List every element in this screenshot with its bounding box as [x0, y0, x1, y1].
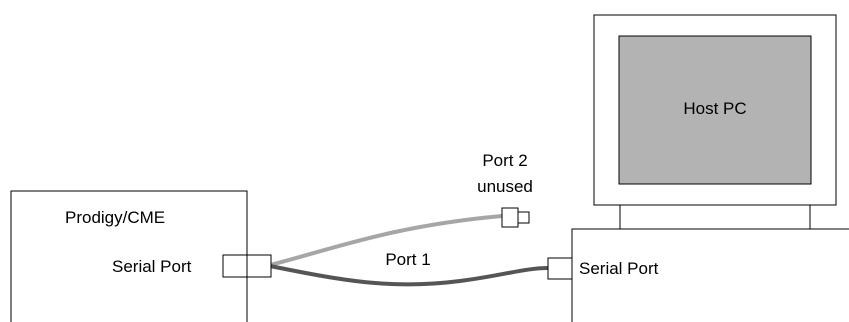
port2-label-line1: Port 2 — [482, 151, 527, 170]
host-monitor-screen — [618, 35, 812, 185]
port2-plug-body — [501, 207, 519, 228]
host-monitor-stand — [619, 204, 811, 230]
cable-port1 — [268, 264, 550, 287]
prodigy-device-label: Prodigy/CME — [65, 208, 165, 227]
host-base-unit — [571, 228, 849, 322]
host-serial-port-label: Serial Port — [579, 259, 659, 278]
host-pc-label: Host PC — [683, 99, 746, 118]
port1-label: Port 1 — [385, 250, 430, 269]
cable-port2 — [268, 214, 504, 267]
port2-label-line2: unused — [477, 177, 533, 196]
host-serial-connector — [547, 257, 573, 280]
port2-plug-tip — [517, 211, 530, 224]
prodigy-serial-port-label: Serial Port — [112, 257, 192, 276]
